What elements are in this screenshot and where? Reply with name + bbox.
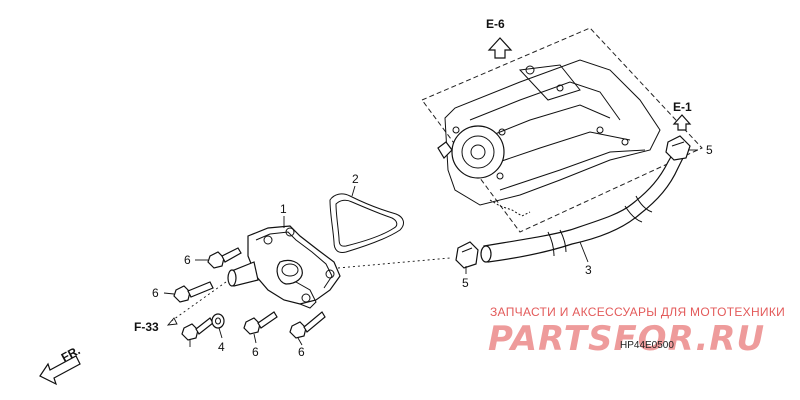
ref-label-e1: E-1: [673, 100, 692, 114]
part-1-pump-cover: [227, 225, 341, 309]
part-5-hose-clamp-lower: [455, 241, 479, 269]
part-6-bolt-d: [289, 311, 326, 339]
watermark-tagline: ЗАПЧАСТИ И АКСЕССУАРЫ ДЛЯ МОТОТЕХНИКИ: [490, 305, 785, 319]
part-4-washer: [211, 313, 225, 329]
callout-6-c: 6: [252, 345, 259, 359]
front-arrow-icon: [39, 355, 81, 386]
part-6-bolt-e: [181, 317, 214, 341]
part-3-water-hose: [480, 147, 687, 263]
ref-label-e6: E-6: [486, 17, 505, 31]
callouts: 1 2 3 4 5 5 6 6 6 6: [152, 143, 713, 359]
callout-6-b: 6: [152, 286, 159, 300]
engine-block: [421, 27, 703, 233]
callout-5-lower: 5: [462, 276, 469, 290]
watermark: ЗАПЧАСТИ И АКСЕССУАРЫ ДЛЯ МОТОТЕХНИКИ PA…: [488, 305, 785, 359]
part-6-bolt-b: [173, 281, 214, 303]
callout-6-d: 6: [298, 345, 305, 359]
callout-4: 4: [218, 340, 225, 354]
callout-2: 2: [352, 172, 359, 186]
front-direction: FR.: [39, 343, 82, 386]
leader-lines: [163, 149, 698, 347]
ref-e1: E-1: [672, 100, 692, 131]
up-arrow-icon: [672, 114, 692, 131]
callout-5-upper: 5: [706, 143, 713, 157]
callout-1: 1: [280, 202, 287, 216]
part-2-o-ring: [329, 193, 404, 253]
callout-6-a: 6: [184, 253, 191, 267]
callout-3: 3: [585, 263, 592, 277]
ref-label-f33: F-33: [134, 320, 159, 334]
part-6-bolt-c: [243, 311, 278, 335]
part-6-bolt-a: [207, 247, 242, 269]
diagram-code: HP44E0500: [620, 340, 674, 351]
up-arrow-icon: [487, 37, 513, 59]
watermark-brand: PARTSFOR.RU: [488, 319, 765, 359]
ref-e6: E-6: [486, 17, 513, 59]
part-5-hose-clamp-upper: [665, 135, 691, 161]
